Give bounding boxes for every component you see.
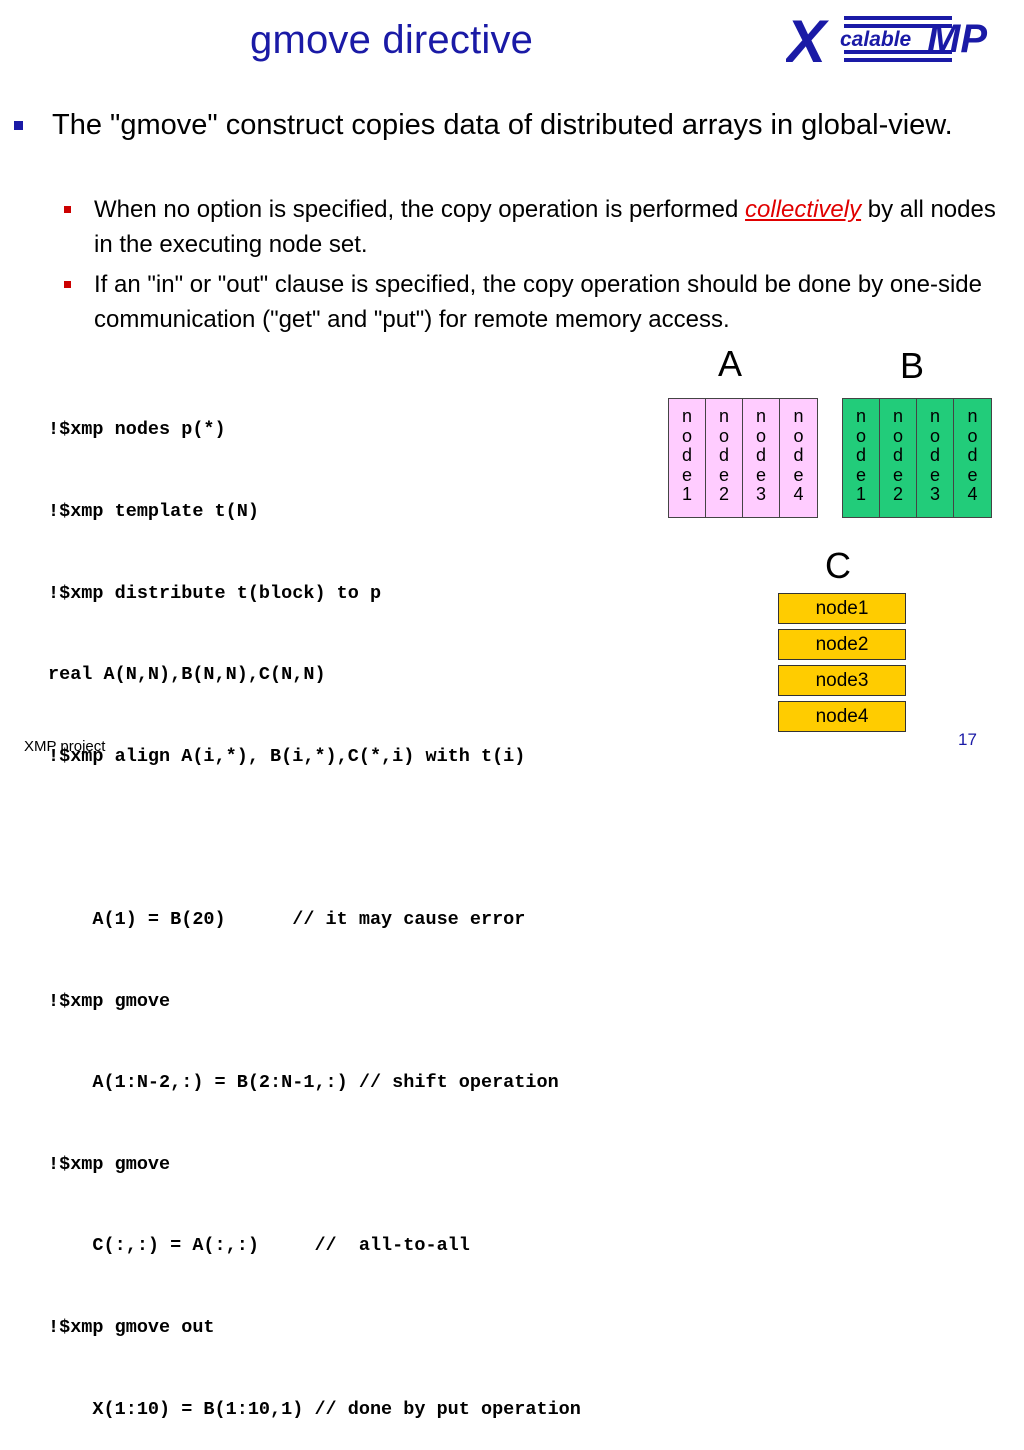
sub-bullet-square-icon bbox=[64, 206, 71, 213]
cell-char: d bbox=[681, 445, 692, 465]
array-c-node-row: node4 bbox=[778, 701, 906, 732]
bullet-square-icon bbox=[14, 121, 23, 130]
bullet-main: The "gmove" construct copies data of dis… bbox=[14, 106, 1012, 145]
cell-char: d bbox=[793, 445, 804, 465]
emphasis-collectively: collectively bbox=[745, 196, 862, 223]
cell-char: 3 bbox=[755, 484, 766, 504]
cell-char: o bbox=[793, 425, 804, 446]
cell-char: o bbox=[755, 425, 766, 446]
cell-char: e bbox=[793, 464, 804, 485]
sub-bullet-square-icon bbox=[64, 281, 71, 288]
cell-char: d bbox=[855, 445, 866, 465]
code-line: !$xmp align A(i,*), B(i,*),C(*,i) with t… bbox=[48, 745, 526, 767]
footer-text: XMP project bbox=[24, 738, 106, 755]
array-a-label: A bbox=[718, 343, 743, 384]
cell-char: e bbox=[681, 464, 692, 485]
cell-char: d bbox=[967, 445, 978, 465]
cell-char: d bbox=[929, 445, 940, 465]
cell-char: e bbox=[718, 464, 729, 485]
sub-bullet-2-text: If an "in" or "out" clause is specified,… bbox=[94, 271, 982, 333]
array-c-node-row: node3 bbox=[778, 665, 906, 696]
code-line: !$xmp nodes p(*) bbox=[48, 419, 226, 441]
cell-char: 1 bbox=[681, 484, 692, 504]
code-line: X(1:10) = B(1:10,1) // done by put opera… bbox=[48, 1398, 581, 1420]
code-line: real A(N,N),B(N,N),C(N,N) bbox=[48, 664, 326, 686]
slide-title: gmove directive bbox=[250, 18, 534, 62]
code-line: !$xmp gmove bbox=[48, 1153, 171, 1175]
cell-char: e bbox=[855, 464, 866, 485]
cell-char: o bbox=[718, 425, 729, 446]
logo-speed-lines bbox=[844, 16, 952, 62]
cell-char: o bbox=[681, 425, 692, 446]
cell-char: n bbox=[855, 406, 866, 426]
page-number: 17 bbox=[958, 730, 977, 749]
logo-word: calable bbox=[840, 28, 912, 51]
logo-suffix: MP bbox=[927, 17, 987, 61]
code-block: !$xmp nodes p(*) !$xmp template t(N) !$x… bbox=[48, 362, 581, 1450]
array-c-node-row: node1 bbox=[778, 593, 906, 624]
code-line: A(1:N-2,:) = B(2:N-1,:) // shift operati… bbox=[48, 1072, 559, 1094]
code-line: !$xmp gmove bbox=[48, 990, 171, 1012]
cell-char: 1 bbox=[855, 484, 866, 504]
cell-char: d bbox=[718, 445, 729, 465]
cell-char: e bbox=[892, 464, 903, 485]
cell-char: e bbox=[967, 464, 978, 485]
code-line: A(1) = B(20) // it may cause error bbox=[48, 908, 526, 930]
code-line: !$xmp template t(N) bbox=[48, 501, 259, 522]
sub-bullet-in-out: If an "in" or "out" clause is specified,… bbox=[64, 267, 1019, 337]
cell-char: 2 bbox=[718, 484, 729, 504]
cell-char: n bbox=[718, 406, 729, 426]
cell-char: d bbox=[892, 445, 903, 465]
array-c-diagram: node1 node2 node3 node4 bbox=[778, 593, 906, 737]
cell-char: n bbox=[755, 406, 766, 426]
array-c-label: C bbox=[825, 545, 851, 586]
cell-char: d bbox=[755, 445, 766, 465]
cell-char: 4 bbox=[793, 484, 804, 504]
cell-char: o bbox=[929, 425, 940, 446]
xcalablemp-logo: X calable MP bbox=[786, 8, 987, 68]
cell-char: n bbox=[681, 406, 692, 426]
code-line: C(:,:) = A(:,:) // all-to-all bbox=[48, 1235, 470, 1257]
array-c-node-row: node2 bbox=[778, 629, 906, 660]
cell-char: n bbox=[892, 406, 903, 426]
cell-char: 4 bbox=[967, 484, 978, 504]
code-line: !$xmp gmove out bbox=[48, 1316, 215, 1338]
sub-bullet-1-before: When no option is specified, the copy op… bbox=[94, 196, 746, 223]
cell-char: n bbox=[929, 406, 940, 426]
cell-char: 2 bbox=[892, 484, 903, 504]
cell-char: n bbox=[967, 406, 978, 426]
cell-char: e bbox=[755, 464, 766, 485]
cell-char: o bbox=[967, 425, 978, 446]
cell-char: e bbox=[929, 464, 940, 485]
bullet-main-text: The "gmove" construct copies data of dis… bbox=[52, 109, 953, 141]
code-line bbox=[48, 824, 581, 851]
cell-char: o bbox=[892, 425, 903, 446]
logo-x: X bbox=[786, 8, 830, 68]
code-line: !$xmp distribute t(block) to p bbox=[48, 582, 382, 604]
array-b-label: B bbox=[900, 345, 925, 386]
cell-char: o bbox=[855, 425, 866, 446]
cell-char: 3 bbox=[929, 484, 940, 504]
cell-char: n bbox=[793, 406, 804, 426]
sub-bullet-collective: When no option is specified, the copy op… bbox=[64, 192, 1019, 262]
sub-bullet-1-after: by all nodes in the executing node set. bbox=[94, 196, 996, 258]
